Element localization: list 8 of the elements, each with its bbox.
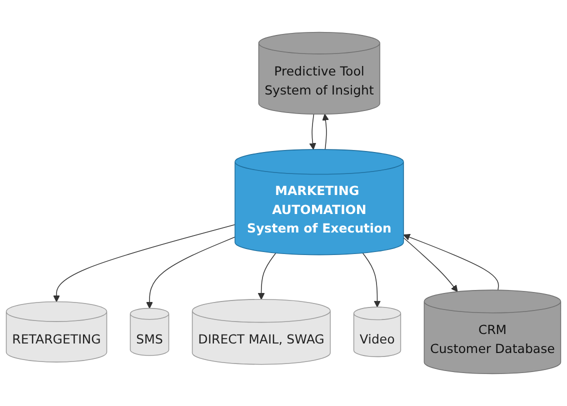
arrow	[146, 236, 236, 309]
arrow	[362, 252, 381, 308]
arrow	[403, 237, 458, 292]
arrow	[53, 224, 236, 302]
arrow	[258, 252, 276, 300]
arrow	[403, 234, 499, 291]
arrow	[309, 114, 316, 150]
arrow	[322, 114, 329, 150]
